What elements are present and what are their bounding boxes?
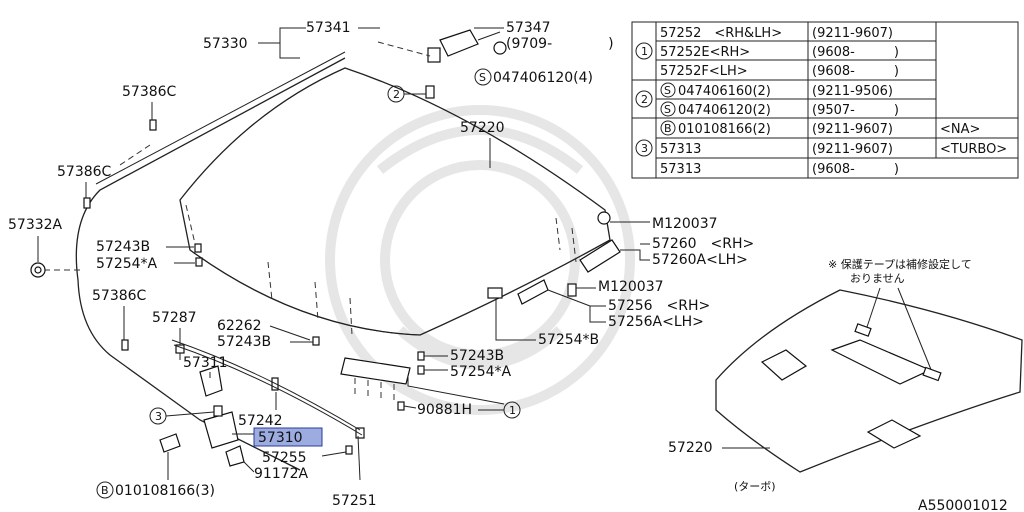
- hood-latch: [159, 344, 365, 467]
- label-57330: 57330: [203, 36, 248, 52]
- label-57386c-2: 57386C: [57, 164, 112, 180]
- label-57256a: 57256A<LH>: [608, 314, 704, 330]
- hinge-57347: [377, 29, 507, 63]
- table-cell-mark: B: [664, 122, 672, 135]
- circle-2-label: 2: [393, 88, 400, 101]
- table-cell-range: (9608- ): [812, 162, 899, 177]
- highlight-57310: [253, 427, 323, 447]
- table-cell-note: <TURBO>: [940, 142, 1007, 157]
- part-applicability-table: 1 2 3 57252 <RH&LH> (9211-9607) 57252E<R…: [631, 21, 1019, 179]
- label-57243b-1: 57243B: [96, 239, 150, 255]
- table-cell-range: (9211-9607): [812, 142, 893, 157]
- note-line-2: おりません: [850, 272, 905, 285]
- label-57251: 57251: [332, 493, 377, 509]
- screw-s-mark: S: [479, 71, 486, 84]
- table-group-2: 2: [641, 93, 648, 106]
- table-cell-note: <NA>: [940, 122, 980, 137]
- label-57260: 57260 <RH>: [652, 236, 754, 252]
- label-57341: 57341: [306, 20, 351, 36]
- table-cell-part: 57313: [660, 162, 701, 177]
- table-cell-mark: S: [664, 103, 671, 116]
- label-57255: 57255: [262, 450, 307, 466]
- label-57243b-2: 57243B: [217, 334, 271, 350]
- label-57287: 57287: [152, 310, 197, 326]
- label-57242: 57242: [238, 413, 283, 429]
- table-cell-part: 047406160(2): [678, 84, 771, 99]
- circle-3-label: 3: [155, 410, 162, 423]
- label-57332a: 57332A: [8, 217, 63, 233]
- table-cell-part: 57252E<RH>: [660, 45, 750, 60]
- label-57220-main: 57220: [460, 120, 505, 136]
- label-57386c-3: 57386C: [92, 288, 147, 304]
- table-cell-range: (9507- ): [812, 103, 899, 118]
- label-57220-turbo: 57220: [668, 440, 713, 456]
- table-cell-range: (9608- ): [812, 64, 899, 79]
- label-57260a: 57260A<LH>: [652, 252, 748, 268]
- label-57256: 57256 <RH>: [608, 298, 710, 314]
- label-57386c-1: 57386C: [122, 84, 177, 100]
- clip-icon: [83, 119, 157, 351]
- hood-stay-rod: [45, 51, 346, 471]
- label-91172a: 91172A: [254, 466, 309, 482]
- screw-icon: [425, 85, 435, 99]
- turbo-caption: (ターボ): [734, 480, 776, 493]
- label-57254a-2: 57254*A: [450, 364, 512, 380]
- table-cell-mark: S: [664, 84, 671, 97]
- table-cell-part: 010108166(2): [678, 122, 771, 137]
- part-labels: 57330 57341 57347 (9709- ) S 047406120(4…: [8, 20, 754, 509]
- label-bolt-b: 010108166(3): [115, 483, 215, 499]
- table-cell-part: 57252F<LH>: [660, 64, 748, 79]
- table-cell-part: 047406120(2): [678, 103, 771, 118]
- label-90881h: 90881H: [417, 402, 472, 418]
- label-57254a-1: 57254*A: [96, 256, 158, 272]
- bolt-b-mark: B: [101, 484, 109, 497]
- label-57243b-3: 57243B: [450, 348, 504, 364]
- grommet-icon: [30, 262, 46, 278]
- note-line-1: ※ 保護テープは補修設定して: [828, 257, 972, 271]
- table-group-3: 3: [641, 142, 648, 155]
- table-group-1: 1: [641, 45, 648, 58]
- label-57347: 57347: [506, 20, 551, 36]
- release-cable: [171, 339, 363, 481]
- seal-plate: [340, 357, 411, 411]
- label-57311: 57311: [183, 355, 228, 371]
- table-cell-range: (9211-9506): [812, 84, 893, 99]
- circle-1-label: 1: [509, 404, 516, 417]
- table-cell-range: (9608- ): [812, 45, 899, 60]
- turbo-hood-inset: ※ 保護テープは補修設定して おりません 57220 (ターボ): [668, 257, 1023, 493]
- label-57310: 57310: [258, 430, 303, 446]
- table-cell-part: 57252 <RH&LH>: [660, 26, 782, 41]
- hood-panel-57220: [179, 67, 611, 336]
- label-m120037-1: M120037: [652, 216, 718, 232]
- label-62262: 62262: [217, 318, 262, 334]
- table-cell-range: (9211-9607): [812, 26, 893, 41]
- table-cell-part: 57313: [660, 142, 701, 157]
- label-m120037-2: M120037: [598, 279, 664, 295]
- label-57254b: 57254*B: [538, 332, 599, 348]
- catalog-code: A550001012: [918, 498, 1008, 512]
- label-57347-range: (9709- ): [506, 36, 614, 52]
- label-screw-s: 047406120(4): [493, 70, 593, 86]
- table-cell-range: (9211-9607): [812, 122, 893, 137]
- hood-bracket: [487, 211, 621, 305]
